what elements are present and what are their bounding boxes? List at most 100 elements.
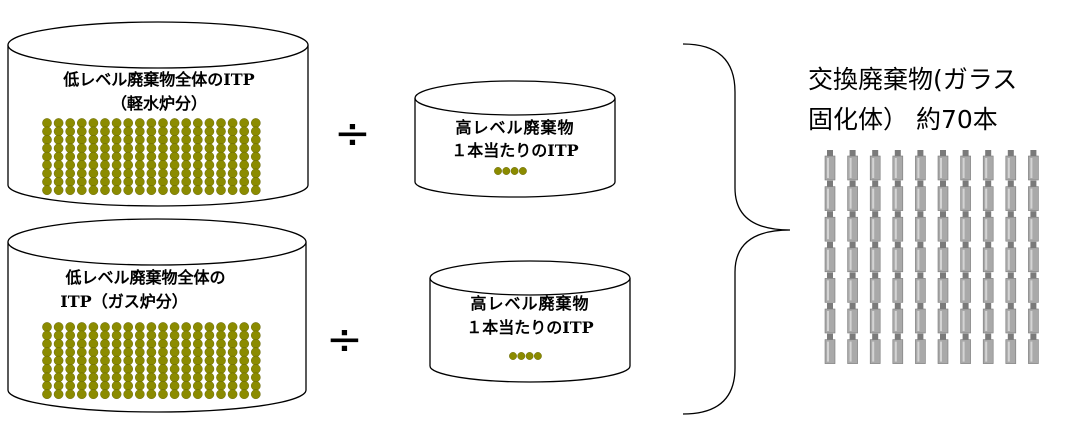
- glass-canister-icon: [1028, 333, 1039, 364]
- waste-dot-icon: [42, 176, 52, 187]
- waste-dot-icon: [181, 322, 191, 332]
- waste-dot-icon: [192, 160, 203, 170]
- waste-dot-icon: [204, 134, 215, 145]
- waste-dot-icon: [250, 134, 261, 145]
- waste-dot-icon: [100, 322, 110, 332]
- waste-dot-icon: [227, 380, 238, 391]
- waste-dot-icon: [88, 338, 99, 349]
- waste-dot-icon: [134, 134, 145, 145]
- waste-dot-icon: [65, 168, 75, 179]
- waste-dot-icon: [88, 364, 99, 374]
- waste-dot-icon: [53, 338, 64, 349]
- glass-canister-icon: [937, 211, 949, 242]
- glass-canister-icon: [960, 303, 971, 334]
- waste-dot-icon: [204, 118, 215, 128]
- waste-dot-icon: [192, 364, 203, 374]
- waste-dot-icon: [169, 176, 180, 187]
- waste-dot-icon: [100, 151, 110, 162]
- waste-dot-icon: [88, 372, 99, 383]
- waste-dot-icon: [239, 322, 249, 332]
- glass-canister-icon: [1005, 241, 1017, 273]
- waste-dot-icon: [158, 355, 168, 366]
- waste-dot-icon: [53, 355, 64, 366]
- waste-dot-icon: [53, 134, 64, 145]
- waste-dot-icon: [158, 330, 168, 341]
- waste-dot-icon: [192, 176, 203, 187]
- waste-dot-icon: [77, 168, 87, 179]
- waste-dot-icon: [158, 176, 168, 187]
- waste-dot-icon: [227, 372, 238, 383]
- waste-dot-icon: [519, 167, 527, 175]
- glass-canister-icon: [937, 150, 949, 181]
- waste-dot-icon: [181, 151, 191, 162]
- waste-dot-icon: [158, 118, 168, 128]
- waste-dot-icon: [204, 380, 215, 391]
- waste-dot-icon: [158, 160, 168, 170]
- glass-canister-icon: [915, 272, 926, 303]
- waste-dot-icon: [216, 185, 226, 195]
- waste-dot-icon: [134, 168, 145, 179]
- waste-dot-icon: [216, 355, 226, 366]
- glass-canister-icon: [960, 180, 971, 211]
- waste-dot-icon: [88, 176, 99, 187]
- waste-dot-icon: [77, 185, 87, 195]
- waste-dot-icon: [204, 160, 215, 170]
- waste-dot-icon: [250, 126, 261, 137]
- waste-dot-icon: [53, 143, 64, 153]
- waste-dot-icon: [134, 143, 145, 153]
- glass-canister-icon: [915, 211, 926, 242]
- glass-canister-icon: [915, 333, 926, 364]
- waste-dot-icon: [169, 160, 180, 170]
- waste-dot-icon: [123, 143, 133, 153]
- waste-dot-icon: [181, 347, 191, 358]
- waste-dot-icon: [227, 151, 238, 162]
- waste-dot-icon: [65, 355, 75, 366]
- waste-dot-icon: [169, 355, 180, 366]
- waste-dot-icon: [250, 347, 261, 358]
- waste-dot-icon: [146, 151, 157, 162]
- waste-dot-icon: [181, 134, 191, 145]
- waste-dot-icon: [100, 143, 110, 153]
- glass-canister-icon: [824, 272, 836, 303]
- waste-dot-icon: [250, 168, 261, 179]
- waste-dot-icon: [158, 347, 168, 358]
- glass-canister-icon: [960, 150, 971, 181]
- glass-canister-icon: [982, 211, 994, 242]
- waste-dot-icon: [134, 355, 145, 366]
- waste-dot-icon: [239, 347, 249, 358]
- waste-dot-icon: [158, 380, 168, 391]
- waste-dot-icon: [123, 389, 133, 400]
- waste-dot-icon: [88, 151, 99, 162]
- waste-dot-icon: [123, 322, 133, 332]
- waste-dot-icon: [88, 322, 99, 332]
- waste-dot-icon: [227, 160, 238, 170]
- glass-canister-icon: [824, 241, 836, 273]
- waste-dot-icon: [134, 364, 145, 374]
- glass-canister-icon: [869, 272, 881, 303]
- waste-dot-icon: [192, 338, 203, 349]
- waste-dot-icon: [77, 143, 87, 153]
- low-level-waste-cylinder-gas: [7, 218, 307, 413]
- waste-dot-icon: [100, 176, 110, 187]
- waste-dot-icon: [146, 176, 157, 187]
- high-level-waste-cylinder-2: [429, 260, 631, 383]
- waste-dot-icon: [65, 330, 75, 341]
- waste-dot-icon: [227, 347, 238, 358]
- waste-dot-icon: [192, 118, 203, 128]
- waste-dot-icon: [53, 160, 64, 170]
- waste-dot-icon: [181, 355, 191, 366]
- waste-dot-icon: [169, 372, 180, 383]
- waste-dot-icon: [216, 126, 226, 137]
- waste-dot-icon: [111, 118, 122, 128]
- waste-dot-icon: [250, 185, 261, 195]
- waste-dot-icon: [77, 347, 87, 358]
- waste-dot-icon: [88, 347, 99, 358]
- waste-dot-icon: [204, 372, 215, 383]
- waste-dot-icon: [53, 330, 64, 341]
- waste-dot-icon: [227, 322, 238, 332]
- waste-dot-icon: [158, 151, 168, 162]
- waste-dot-icon: [77, 389, 87, 400]
- glass-canister-icon: [915, 303, 926, 334]
- divide-sign-1: ÷: [334, 108, 371, 159]
